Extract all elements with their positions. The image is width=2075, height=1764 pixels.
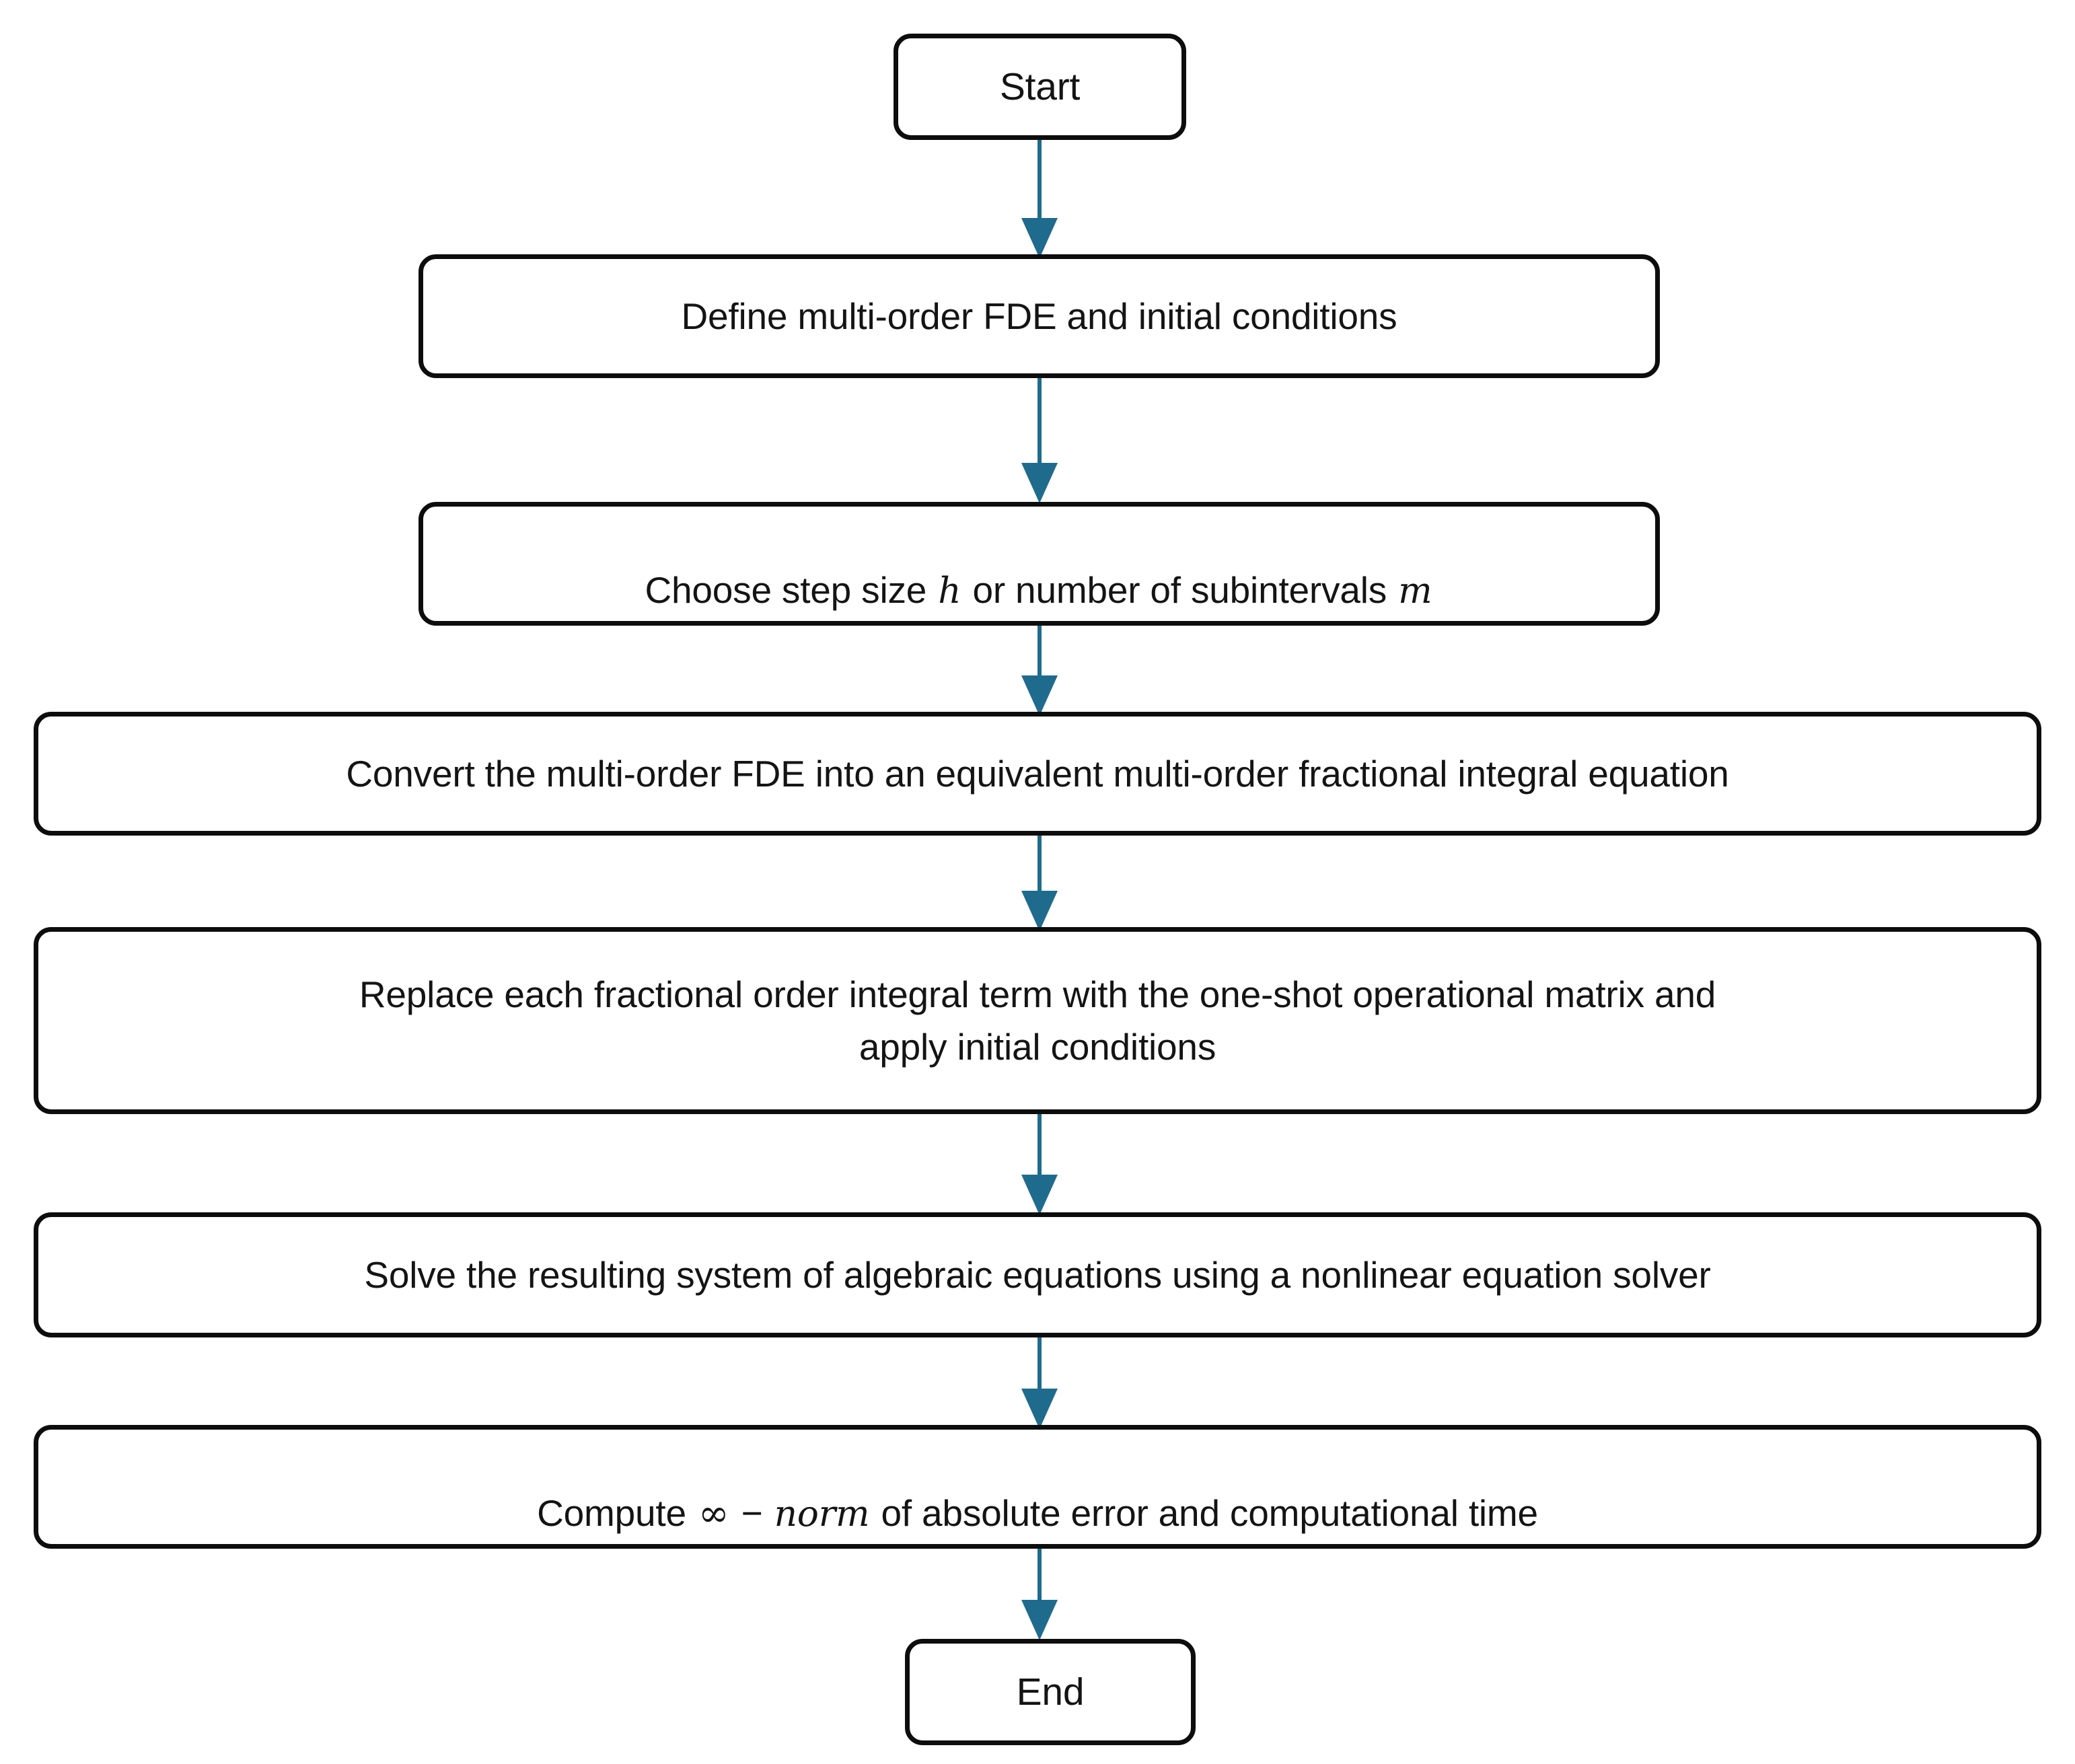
step-size-text-2: or number of subintervals (962, 569, 1397, 611)
compute-text-1: Compute (537, 1492, 696, 1534)
node-solve-label: Solve the resulting system of algebraic … (364, 1253, 1711, 1296)
node-end[interactable]: End (905, 1639, 1196, 1745)
node-define-fde[interactable]: Define multi-order FDE and initial condi… (418, 254, 1660, 378)
norm-symbol: norm (774, 1492, 870, 1535)
node-compute-label: Compute ∞ − norm of absolute error and c… (38, 1434, 2037, 1539)
node-replace-label: Replace each fractional order integral t… (359, 973, 1716, 1068)
node-solve-algebraic-system[interactable]: Solve the resulting system of algebraic … (34, 1212, 2041, 1337)
infinity-symbol: ∞ (698, 1492, 729, 1535)
compute-text-2: of absolute error and computational time (871, 1492, 1538, 1534)
step-size-symbol-h: h (938, 569, 961, 612)
node-end-label: End (1016, 1670, 1085, 1714)
node-start[interactable]: Start (894, 34, 1186, 140)
node-convert-label: Convert the multi-order FDE into an equi… (346, 752, 1729, 795)
node-compute-norm-and-time[interactable]: Compute ∞ − norm of absolute error and c… (34, 1425, 2041, 1549)
node-define-fde-label: Define multi-order FDE and initial condi… (681, 295, 1397, 337)
node-choose-step-size-label: Choose step size h or number of subinter… (423, 511, 1655, 616)
compute-minus-sign: − (731, 1492, 773, 1534)
step-size-text-1: Choose step size (645, 569, 937, 611)
node-choose-step-size[interactable]: Choose step size h or number of subinter… (418, 502, 1660, 626)
node-start-label: Start (999, 65, 1081, 108)
node-replace-with-operational-matrix[interactable]: Replace each fractional order integral t… (34, 927, 2041, 1114)
step-size-symbol-m: m (1398, 569, 1432, 612)
node-convert-to-integral-equation[interactable]: Convert the multi-order FDE into an equi… (34, 712, 2041, 836)
